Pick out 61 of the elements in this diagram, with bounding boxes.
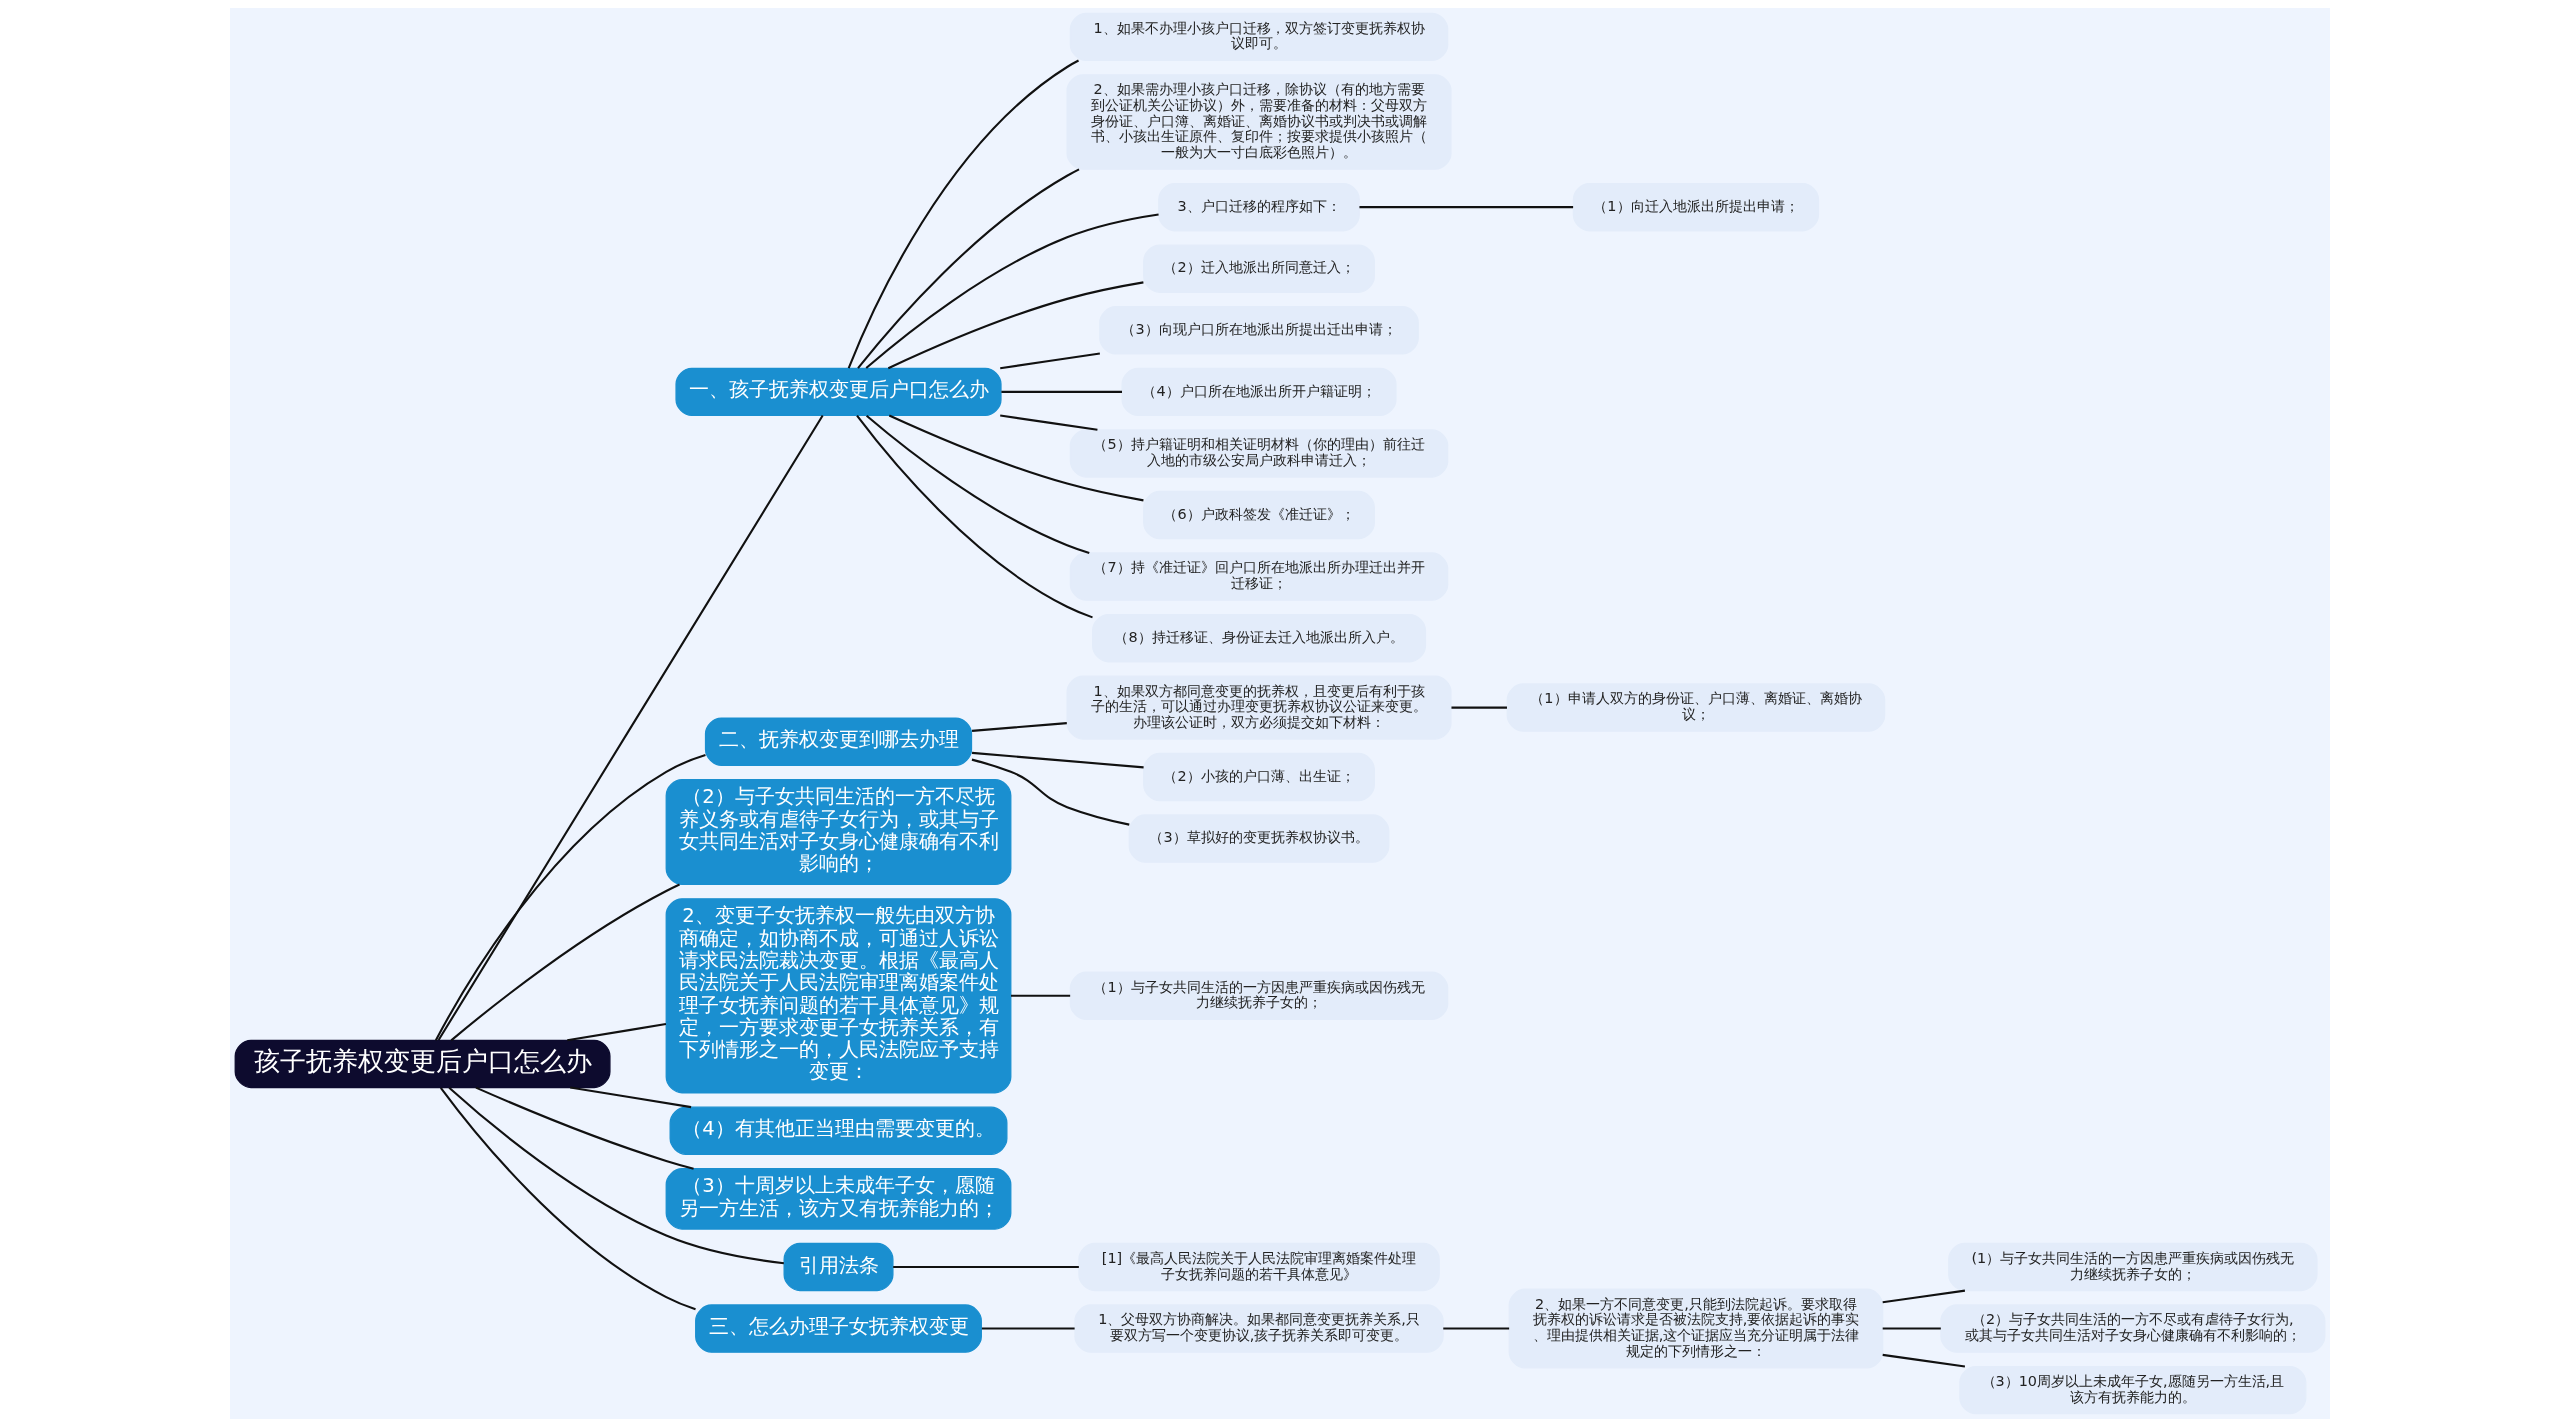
connector [1882, 1353, 1966, 1368]
connector [437, 414, 824, 1041]
node-box: 3、户口迁移的程序如下： [1158, 182, 1360, 232]
node-box: （6）户政科签发《准迁证》； [1143, 490, 1375, 540]
node-box: 2、变更子女抚养权一般先由双方协商确定，如协商不成，可通过人诉讼请求民法院裁决变更。根据《最高人民法院关于人民法院审理离婚案件处理子女抚养问题的若干具体意见》规定，一方要求变更子女抚养关系，有下列情形之一的，人民法院应予支持变更： [665, 898, 1012, 1094]
connector [434, 754, 706, 1041]
node-box: (1）与子女共同生活的一方因患严重疾病或因伤残无力继续抚养子女的； [1948, 1242, 2318, 1292]
connector [888, 414, 1144, 502]
node-box: （5）持户籍证明和相关证明材料（你的理由）前往迁入地的市级公安局户政科申请迁入； [1069, 429, 1449, 478]
connector [1011, 994, 1071, 997]
node-box: [1]《最高人民法院关于人民法院审理离婚案件处理子女抚养问题的若干具体意见》 [1078, 1242, 1440, 1292]
connector [439, 1087, 696, 1311]
connector [1359, 206, 1574, 209]
node-box: （1）申请人双方的身份证、户口薄、离婚证、离婚协议； [1506, 683, 1886, 732]
connector [448, 1086, 784, 1265]
connector [1000, 352, 1100, 370]
connector [1882, 1289, 1966, 1304]
node-box: （3）草拟好的变更抚养权协议书。 [1128, 814, 1390, 863]
connector [1443, 1327, 1510, 1330]
node-box: （1）向迁入地派出所提出申请； [1572, 182, 1820, 232]
node-box: 孩子抚养权变更后户口怎么办 [234, 1039, 611, 1089]
connector [1001, 390, 1122, 393]
node-box: （4）户口所在地派出所开户籍证明； [1121, 367, 1397, 417]
node-box: （2）小孩的户口薄、出生证； [1143, 752, 1375, 802]
connector [1451, 706, 1507, 709]
connector [893, 1265, 1079, 1269]
node-box: （3）十周岁以上未成年子女，愿随另一方生活，该方又有抚养能力的； [665, 1168, 1012, 1230]
connector [1000, 414, 1098, 431]
node-box: 2、如果一方不同意变更,只能到法院起诉。要求取得抚养权的诉讼请求是否被法院支持,要依据起诉的事实、理由提供相关证据,这个证据应当充分证明属于法律规定的下列情形之一： [1508, 1288, 1884, 1369]
node-box: 1、如果双方都同意变更的抚养权，且变更后有利于孩子的生活，可以通过办理变更抚养权协议公证来变更。办理该公证时，双方必须提交如下材料： [1066, 675, 1452, 740]
node-box: （7）持《准迁证》回户口所在地派出所办理迁出并开迁移证； [1069, 552, 1449, 601]
connector [887, 281, 1144, 370]
node-box: （2）与子女共同生活的一方不尽或有虐待子女行为,或其与子女共同生活对子女身心健康确有不利影响的； [1940, 1304, 2326, 1353]
connector [971, 722, 1067, 732]
node-box: （2）与子女共同生活的一方不尽抚养义务或有虐待子女行为，或其与子女共同生活对子女身心健康确有不利影响的； [665, 779, 1012, 886]
connector [450, 883, 680, 1042]
connector [475, 1086, 694, 1170]
node-box: （2）迁入地派出所同意迁入； [1143, 244, 1375, 293]
node-box: （1）与子女共同生活的一方因患严重疾病或因伤残无力继续抚养子女的； [1069, 971, 1449, 1021]
connector [567, 1023, 667, 1042]
node-box: 二、抚养权变更到哪去办理 [704, 717, 973, 766]
node-box: 引用法条 [783, 1242, 894, 1292]
connector [865, 213, 1159, 369]
node-box: 一、孩子抚养权变更后户口怎么办 [675, 367, 1002, 417]
node-box: 1、父母双方协商解决。如果都同意变更抚养关系,只要双方写一个变更协议,孩子抚养关系即可变更。 [1074, 1304, 1444, 1353]
connector [981, 1327, 1075, 1330]
connector [856, 415, 1093, 619]
node-box: （3）10周岁以上未成年子女,愿随另一方生活,且该方有抚养能力的。 [1959, 1365, 2307, 1415]
connector [1882, 1327, 1941, 1330]
connector [865, 414, 1090, 554]
connector [570, 1086, 692, 1109]
connector [971, 758, 1130, 826]
node-box: （3）向现户口所在地派出所提出迁出申请； [1099, 306, 1419, 355]
node-box: （4）有其他正当理由需要变更的。 [669, 1106, 1008, 1155]
node-box: 2、如果需办理小孩户口迁移，除协议（有的地方需要到公证机关公证协议）外，需要准备的材料：父母双方身份证、户口簿、离婚证、离婚协议书或判决书或调解书、小孩出生证原件、复印件；按要求提供小孩照片（一般为大一寸白底彩色照片）。 [1066, 74, 1452, 170]
connector [847, 59, 1080, 369]
node-box: （8）持迁移证、身份证去迁入地派出所入户。 [1092, 613, 1427, 663]
node-box: 1、如果不办理小孩户口迁移，双方签订变更抚养权协议即可。 [1069, 12, 1449, 62]
connector [857, 168, 1080, 369]
connector [971, 751, 1144, 769]
node-box: 三、怎么办理子女抚养权变更 [695, 1304, 982, 1353]
